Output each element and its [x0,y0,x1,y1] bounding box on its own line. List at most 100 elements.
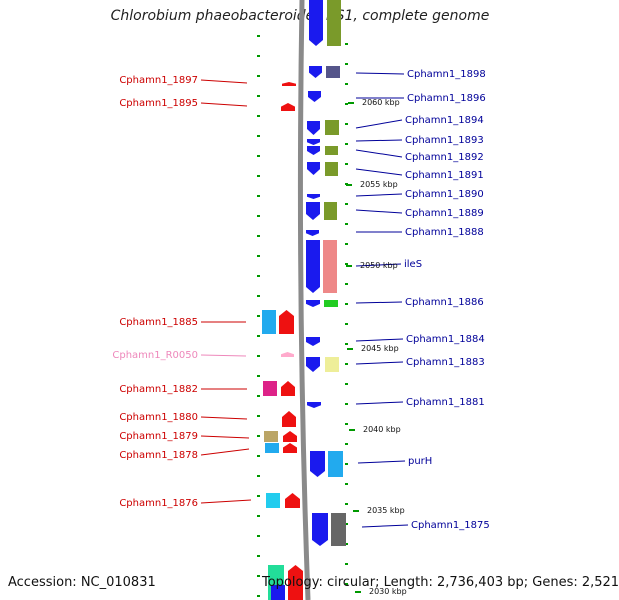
tick-mark [345,483,348,485]
gene-arrow-forward [307,139,320,145]
tick-mark [257,235,260,237]
tick-mark [257,295,260,297]
kbp-tick [355,591,361,593]
tick-mark [345,323,348,325]
tick-mark [257,515,260,517]
gene-box-cyan [266,493,280,508]
right-gene-label: Cphamn1_1894 [405,115,484,126]
gene-box-olive [325,146,338,155]
tick-mark [345,343,348,345]
accession-text: Accession: NC_010831 [8,575,156,590]
label-leader [355,361,404,365]
label-leader [355,119,403,129]
label-leader [355,209,403,214]
tick-mark [345,203,348,205]
tick-mark [257,495,260,497]
kbp-tick [346,265,352,267]
gene-arrow-forward [309,66,322,78]
kbp-tick [347,348,353,350]
kbp-marker-label: 2060 kbp [362,98,400,107]
tick-mark [257,155,260,157]
tick-mark [257,535,260,537]
label-leader [355,338,404,342]
kbp-tick [349,429,355,431]
label-leader [200,354,247,357]
label-leader [200,79,248,84]
kbp-tick [346,184,352,186]
tick-mark [257,215,260,217]
gene-arrow-forward [306,230,319,236]
tick-mark [257,555,260,557]
tick-mark [345,523,348,525]
tick-mark [345,563,348,565]
kbp-marker-label: 2040 kbp [363,425,401,434]
tick-mark [345,63,348,65]
left-gene-label: Cphamn1_1879 [119,431,198,442]
gene-box-pink [323,240,337,293]
tick-mark [257,55,260,57]
tick-mark [257,95,260,97]
label-leader [361,524,409,528]
gene-arrow-reverse [281,103,295,111]
tick-mark [257,255,260,257]
right-gene-label: Cphamn1_1896 [407,93,486,104]
tick-mark [345,363,348,365]
tick-mark [345,243,348,245]
label-leader [357,460,406,464]
tick-mark [257,195,260,197]
tick-mark [345,43,348,45]
tick-mark [345,163,348,165]
label-leader [200,416,248,420]
left-gene-label: Cphamn1_1876 [119,498,198,509]
label-leader [355,168,403,176]
tick-mark [345,543,348,545]
gene-box-olive [325,162,338,176]
gene-box-green [324,300,338,307]
gene-arrow-forward [306,300,320,307]
right-gene-labels: Cphamn1_1898Cphamn1_1896Cphamn1_1894Cpha… [404,69,490,531]
gene-arrow-forward [306,357,320,372]
gene-features [262,0,346,600]
gene-arrow-reverse [283,443,297,453]
gene-arrow-forward [312,513,328,546]
right-gene-label: Cphamn1_1886 [405,297,484,308]
label-leader [200,102,248,107]
right-gene-label: Cphamn1_1884 [406,334,485,345]
right-gene-label: Cphamn1_1881 [406,397,485,408]
tick-mark [257,575,260,577]
topology-text: Topology: circular; Length: 2,736,403 bp… [262,575,619,590]
tick-mark [257,175,260,177]
gene-box-blue [271,585,285,600]
tick-mark [257,335,260,337]
tick-mark [345,283,348,285]
left-gene-label: Cphamn1_1895 [119,98,198,109]
kbp-marker-label: 2050 kbp [360,261,398,270]
gene-box-olive [325,120,339,135]
gene-arrow-forward [307,402,321,408]
genome-backbone [297,0,311,600]
gene-arrow-reverse [281,381,295,396]
right-gene-label: Cphamn1_1883 [406,357,485,368]
gene-box-magenta [263,381,277,396]
label-leader [355,401,404,405]
left-gene-label: Cphamn1_1882 [119,384,198,395]
tick-mark [345,383,348,385]
gene-arrow-forward [307,162,320,175]
gene-arrow-reverse [288,565,303,600]
tick-mark [257,395,260,397]
tick-mark [257,115,260,117]
label-leader [200,448,250,456]
tick-mark [257,135,260,137]
label-leader [355,72,405,75]
gene-box-cyan [262,310,276,334]
tick-mark [345,143,348,145]
tick-mark [345,223,348,225]
tick-mark [345,263,348,265]
kbp-marker-label: 2030 kbp [369,587,407,596]
label-leader [200,499,252,504]
label-leader [355,301,403,304]
tick-mark [345,103,348,105]
gene-arrow-reverse [283,431,297,442]
